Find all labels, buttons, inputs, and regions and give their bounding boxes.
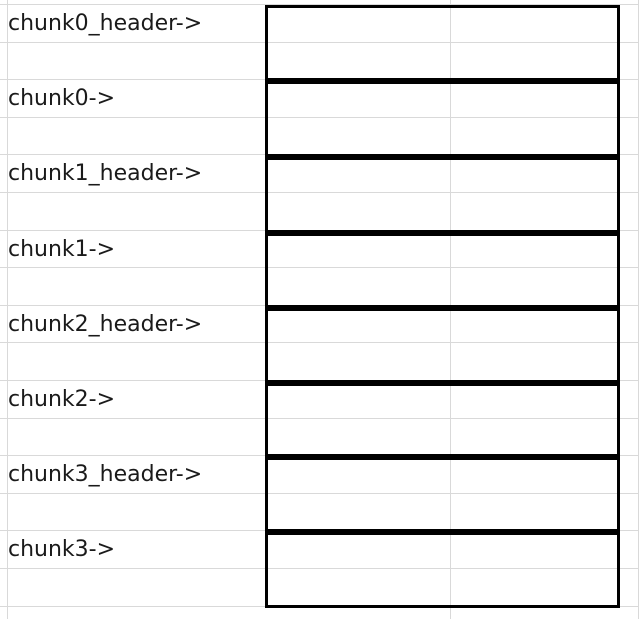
chunk-box-cell-left[interactable]	[268, 311, 441, 380]
chunk-box-cell-right[interactable]	[441, 460, 617, 529]
chunk-box-cell-right[interactable]	[441, 8, 617, 78]
chunk-box-cell-left[interactable]	[268, 8, 441, 78]
chunk-box-cell-right[interactable]	[441, 236, 617, 305]
chunk-box-cell-left[interactable]	[268, 386, 441, 454]
chunk-box-cell-left[interactable]	[268, 84, 441, 154]
gridline-row-7	[0, 267, 639, 268]
gridline-row-13	[0, 493, 639, 494]
chunk-box-cell-right[interactable]	[441, 535, 617, 605]
label-chunk3-header[interactable]: chunk3_header->	[8, 462, 203, 487]
gridline-row-0	[0, 4, 639, 5]
gridline-row-9	[0, 342, 639, 343]
chunk-box-chunk1[interactable]	[265, 233, 620, 308]
chunk-box-chunk1_header[interactable]	[265, 157, 620, 233]
label-chunk2-header[interactable]: chunk2_header->	[8, 312, 203, 337]
gridline-row-15	[0, 568, 639, 569]
chunk-box-cell-left[interactable]	[268, 460, 441, 529]
label-chunk1[interactable]: chunk1->	[8, 237, 116, 262]
chunk-box-chunk2[interactable]	[265, 383, 620, 457]
gridline-row-11	[0, 418, 639, 419]
label-chunk2[interactable]: chunk2->	[8, 387, 116, 412]
chunk-box-chunk0[interactable]	[265, 81, 620, 157]
chunk-box-chunk3[interactable]	[265, 532, 620, 608]
label-chunk3[interactable]: chunk3->	[8, 537, 116, 562]
label-chunk1-header[interactable]: chunk1_header->	[8, 161, 203, 186]
gridline-col-0	[7, 0, 8, 619]
label-chunk0[interactable]: chunk0->	[8, 86, 116, 111]
chunk-box-cell-right[interactable]	[441, 84, 617, 154]
chunk-box-cell-right[interactable]	[441, 386, 617, 454]
chunk-box-chunk2_header[interactable]	[265, 308, 620, 383]
chunk-box-cell-right[interactable]	[441, 311, 617, 380]
chunk-box-cell-left[interactable]	[268, 535, 441, 605]
chunk-box-cell-left[interactable]	[268, 160, 441, 230]
gridline-row-1	[0, 42, 639, 43]
chunk-box-chunk0_header[interactable]	[265, 5, 620, 81]
chunk-box-cell-left[interactable]	[268, 236, 441, 305]
chunk-box-cell-right[interactable]	[441, 160, 617, 230]
gridline-row-5	[0, 192, 639, 193]
chunk-box-chunk3_header[interactable]	[265, 457, 620, 532]
label-chunk0-header[interactable]: chunk0_header->	[8, 11, 203, 36]
gridline-row-3	[0, 117, 639, 118]
